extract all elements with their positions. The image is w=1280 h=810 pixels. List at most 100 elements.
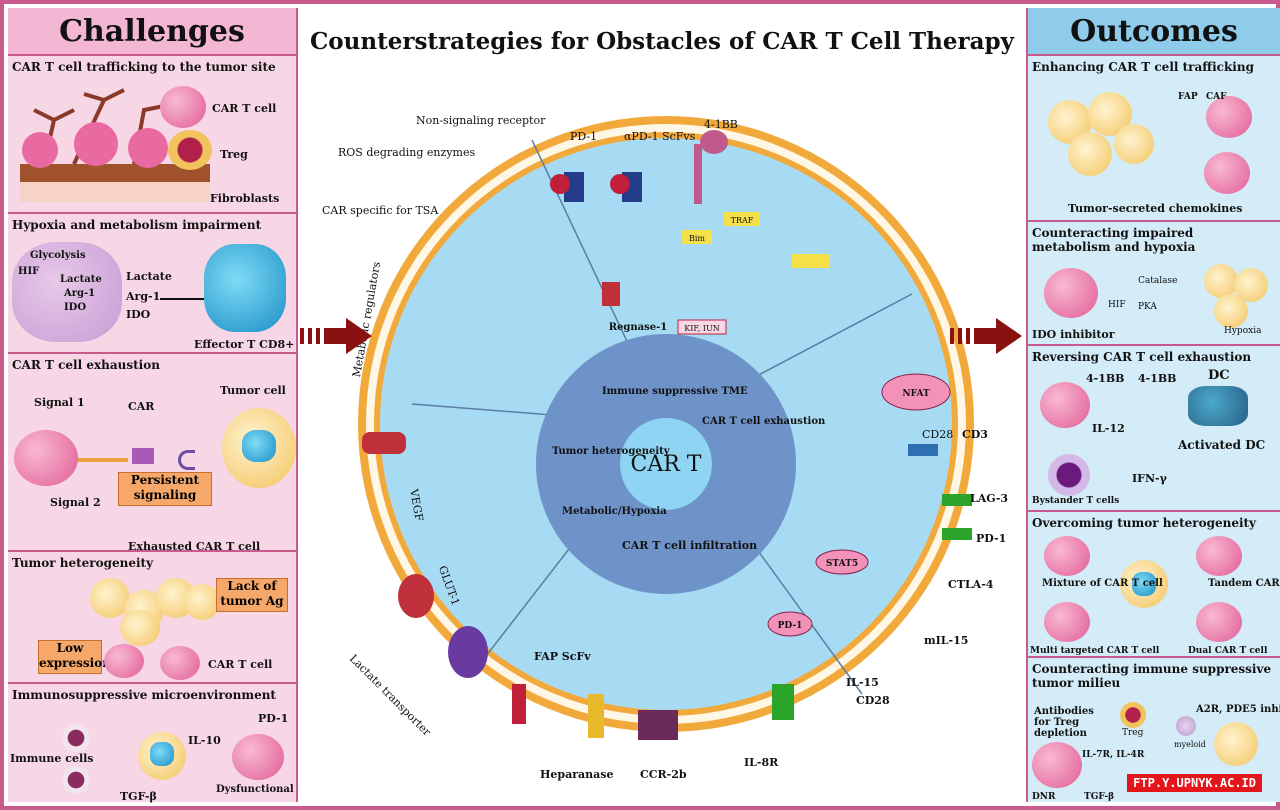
- challenges-column: Challenges CAR T cell trafficking to the…: [8, 8, 298, 803]
- watermark: FTP.Y.UPNYK.AC.ID: [1127, 774, 1262, 792]
- receptor-label: 4-1BB: [704, 118, 738, 131]
- panel-title: Immunosuppressive microenvironment: [12, 688, 276, 702]
- label: Signal 1: [34, 396, 85, 409]
- car-t-cell: [160, 86, 206, 128]
- outcome-metabolism-panel: Counteracting impaired metabolism and hy…: [1028, 222, 1280, 346]
- treg-cell: [168, 130, 212, 170]
- label: IFN-γ: [1132, 472, 1167, 485]
- label: IDO inhibitor: [1032, 328, 1115, 341]
- lactate-transporter: [448, 626, 488, 678]
- tumor-cell: [74, 122, 118, 166]
- label: Exhausted CAR T cell: [128, 540, 261, 552]
- label: Treg: [1122, 728, 1144, 738]
- challenge-trafficking-panel: CAR T cell trafficking to the tumor site…: [8, 56, 296, 214]
- receptor-label: IL-15: [846, 676, 879, 689]
- label: Catalase: [1138, 276, 1178, 286]
- label: HIF: [1108, 300, 1126, 310]
- label: PKA: [1138, 302, 1157, 312]
- sector-label: CAR T cell infiltration: [622, 539, 757, 552]
- vessel-branches: [33, 88, 165, 165]
- label: 4-1BB: [1138, 372, 1177, 385]
- label: DC: [1208, 368, 1230, 383]
- label: Lactate: [60, 274, 102, 285]
- cd28-receptor: [908, 444, 938, 456]
- il15-box: [792, 254, 830, 268]
- tumor-cell: [120, 610, 160, 646]
- outcome-immunosuppression-panel: Counteracting immune suppressive tumor m…: [1028, 658, 1280, 810]
- antigen-label: NFAT: [902, 389, 930, 399]
- panel-title: Hypoxia and metabolism impairment: [12, 218, 262, 232]
- panel-title: CAR T cell exhaustion: [12, 358, 160, 372]
- label: IL-7R, IL-4R: [1082, 750, 1145, 760]
- car-t-cell: [160, 646, 200, 680]
- label: 4-1BB: [1086, 372, 1125, 385]
- metabolic-regulator: [362, 432, 406, 454]
- challenges-header: Challenges: [8, 8, 296, 56]
- tumor-cell: [12, 242, 122, 342]
- receptor-label: IL-8R: [744, 756, 779, 769]
- challenge-hypoxia-panel: Hypoxia and metabolism impairment Glycol…: [8, 214, 296, 354]
- label: Effector T CD8+: [194, 338, 295, 351]
- pd1-ligand: [610, 174, 630, 194]
- tumor-nucleus: [1132, 572, 1156, 596]
- label: CAR: [128, 400, 155, 413]
- inhibit-line: [160, 298, 204, 300]
- 4-1bb-receptor: [694, 144, 702, 204]
- challenge-heterogeneity-panel: Tumor heterogeneity Lack of tumor Ag Low…: [8, 552, 296, 684]
- car-receptor: [132, 448, 154, 464]
- ccr2b-receptor: [638, 710, 678, 740]
- pd1-receptor: [564, 172, 584, 202]
- car-t-cell: [1204, 152, 1250, 194]
- receptor-label: Non-signaling receptor: [416, 114, 546, 127]
- car-t-cell: [14, 430, 78, 486]
- receptor-label: ROS degrading enzymes: [338, 146, 476, 159]
- tumor-cell: [1114, 124, 1154, 164]
- sector-label: CAR T cell exhaustion: [702, 416, 826, 427]
- receptor-label: αPD-1 ScFvs: [624, 130, 696, 143]
- label: Tandem CAR T cell: [1208, 578, 1280, 589]
- regnase-label: Regnase-1: [609, 322, 668, 333]
- bystander-cell: [1048, 454, 1090, 496]
- outcome-heterogeneity-panel: Overcoming tumor heterogeneity Mixture o…: [1028, 512, 1280, 658]
- receptor-label: CD3: [962, 428, 988, 441]
- car-t-cell: [1040, 382, 1090, 428]
- label: Antibodies for Treg depletion: [1034, 706, 1094, 739]
- persistent-signaling-box: Persistent signaling: [118, 472, 212, 506]
- label: Hypoxia: [1224, 326, 1262, 336]
- antigen-receptor: [178, 450, 195, 470]
- tumor-nucleus: [150, 742, 174, 766]
- tumor-cell: [128, 128, 168, 168]
- label: A2R, PDE5 inhibitor: [1196, 704, 1280, 715]
- tumor-nucleus: [242, 430, 276, 462]
- label: Glycolysis: [30, 250, 86, 261]
- label: HIF: [18, 266, 40, 277]
- bim-box: [682, 230, 712, 244]
- label: CAR T cell: [212, 102, 277, 115]
- outcome-trafficking-panel: Enhancing CAR T cell trafficking FAP CAF…: [1028, 56, 1280, 222]
- label: Arg-1: [64, 288, 96, 299]
- panel-title: Counteracting impaired metabolism and hy…: [1032, 226, 1196, 254]
- panel-title: Enhancing CAR T cell trafficking: [1032, 60, 1254, 74]
- core: [620, 418, 712, 510]
- label: IL-10: [188, 734, 221, 747]
- lack-antigen-box: Lack of tumor Ag: [216, 578, 288, 612]
- label: IDO: [64, 302, 87, 313]
- car-t-cell: [1044, 602, 1090, 642]
- label: CAR T cell: [208, 658, 273, 671]
- pd1-label: PD-1: [778, 621, 803, 631]
- glut1: [398, 574, 434, 618]
- car-t-cell: [1044, 536, 1090, 576]
- label: Tumor cell: [220, 384, 286, 397]
- label: Immune cells: [10, 752, 94, 765]
- car-t-cell: [1196, 602, 1242, 642]
- car-t-cell: [1196, 536, 1242, 576]
- outcomes-column: Outcomes Enhancing CAR T cell traffickin…: [1026, 8, 1280, 802]
- pd1-receptor: [942, 528, 972, 540]
- signal-chain: [78, 458, 128, 462]
- 4-1bb-ligand: [700, 130, 728, 154]
- pd1-ligand: [550, 174, 570, 194]
- label: TGF-β: [120, 790, 157, 803]
- label: TGF-β: [1084, 792, 1115, 802]
- figure-title: Counterstrategies for Obstacles of CAR T…: [309, 28, 1014, 55]
